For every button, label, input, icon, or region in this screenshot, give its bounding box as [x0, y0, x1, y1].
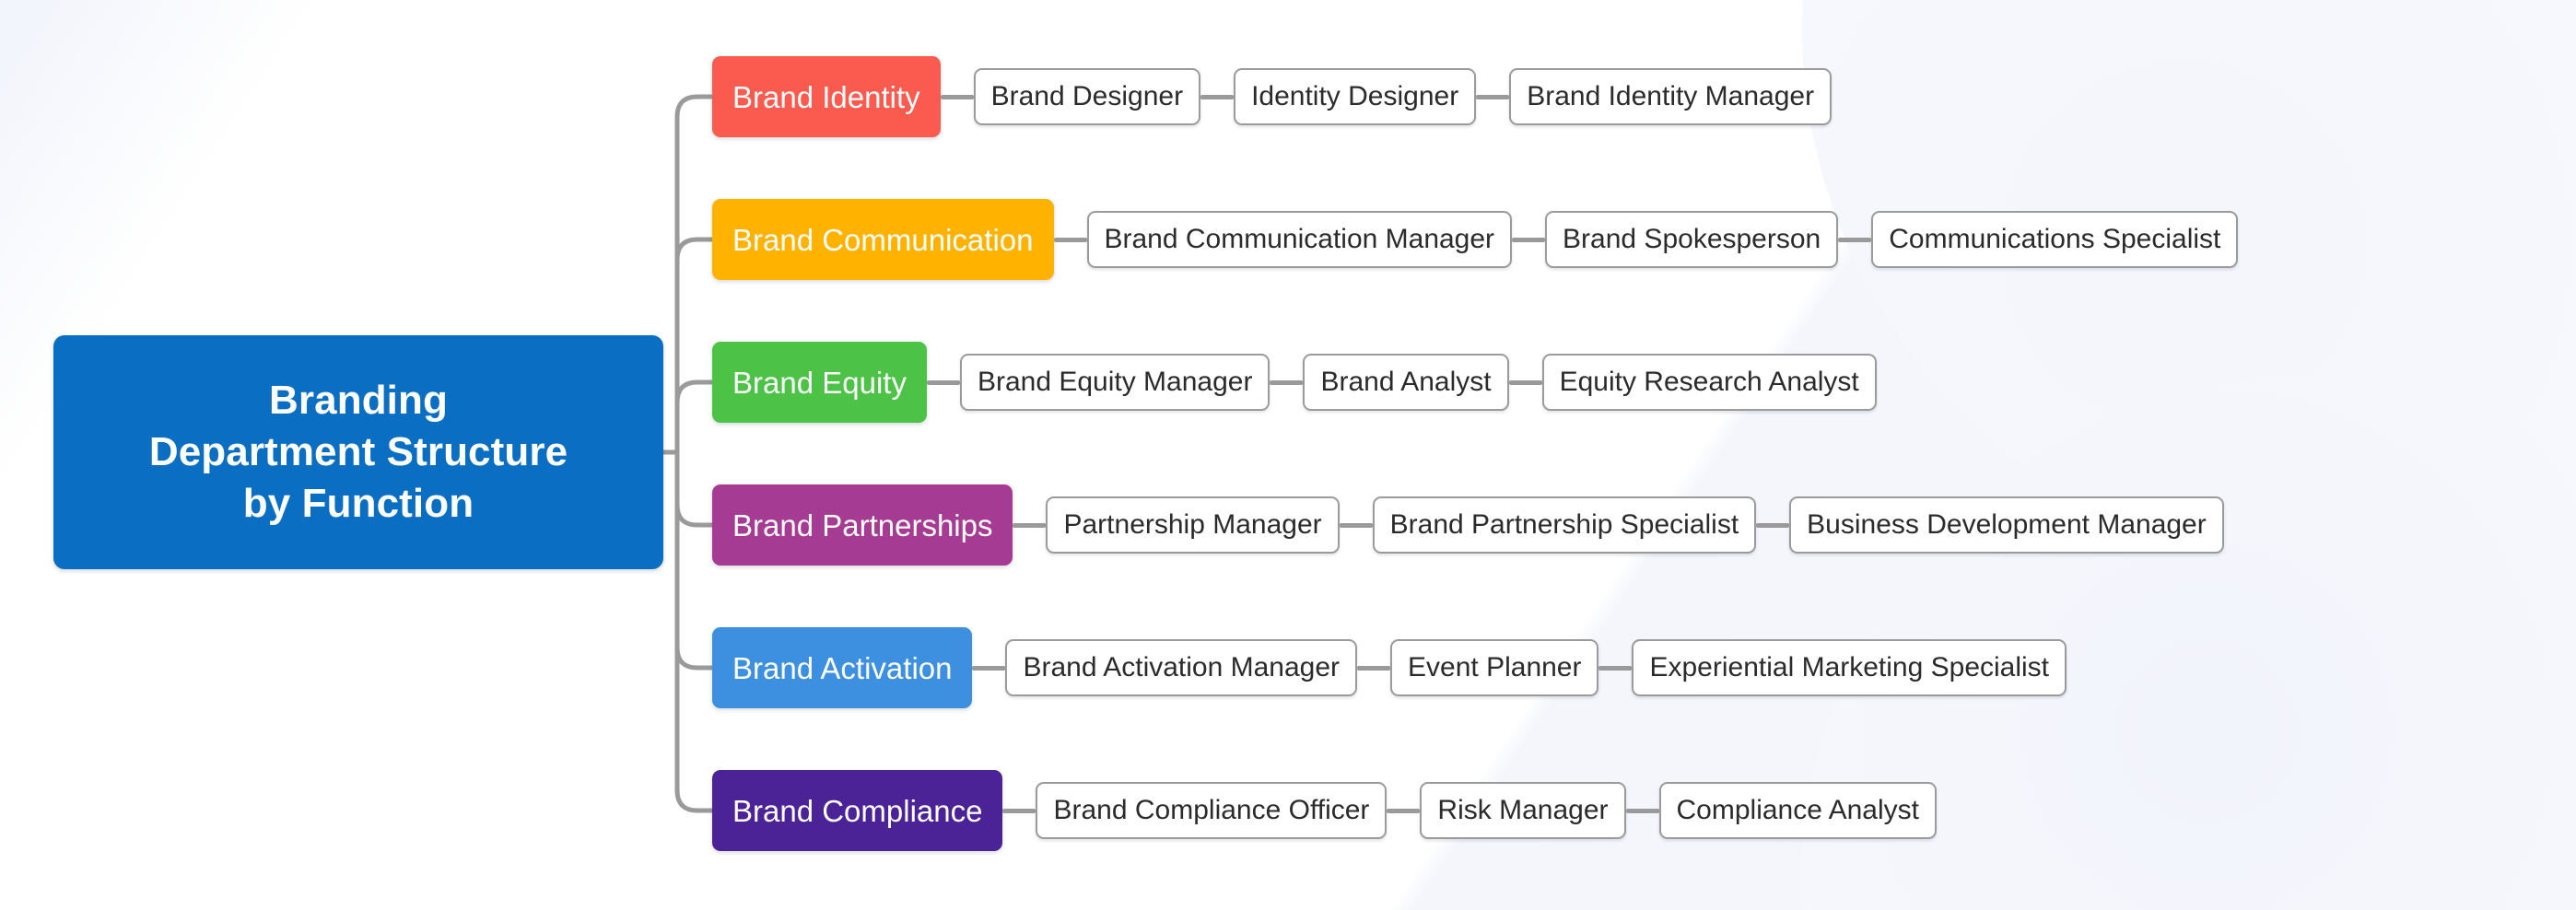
branch-node[interactable]: Brand Communication: [712, 199, 1054, 280]
connector-link: [1387, 808, 1421, 813]
leaf-node[interactable]: Risk Manager: [1420, 782, 1626, 839]
leaf-node[interactable]: Brand Equity Manager: [959, 354, 1270, 411]
leaf-node[interactable]: Equity Research Analyst: [1541, 354, 1877, 411]
connector-link: [1270, 379, 1304, 385]
branch-node[interactable]: Brand Partnerships: [712, 484, 1013, 566]
connector-link: [1002, 808, 1036, 813]
leaf-node[interactable]: Brand Spokesperson: [1545, 211, 1839, 268]
root-node[interactable]: Branding Department Structure by Functio…: [53, 335, 663, 569]
leaf-node-label: Identity Designer: [1251, 81, 1459, 111]
branch-row: Brand Activation Brand Activation Manager…: [712, 627, 2067, 708]
connector-link: [1357, 665, 1391, 671]
connector-link: [1625, 808, 1659, 813]
leaf-node-label: Communications Specialist: [1889, 224, 2221, 254]
connector-link: [1013, 522, 1047, 528]
branch-row: Brand Compliance Brand Compliance Officer…: [712, 770, 1937, 851]
branch-node[interactable]: Brand Identity: [712, 56, 941, 137]
leaf-node[interactable]: Brand Communication Manager: [1086, 211, 1513, 268]
branch-elbow-connector-2: [674, 237, 715, 262]
branch-node-label: Brand Compliance: [732, 793, 983, 828]
leaf-node[interactable]: Brand Activation Manager: [1005, 639, 1358, 696]
leaf-node-label: Brand Spokesperson: [1563, 224, 1821, 254]
root-node-label: Branding Department Structure by Functio…: [148, 377, 568, 527]
branch-node-label: Brand Partnerships: [732, 508, 993, 542]
branch-node-label: Brand Equity: [732, 365, 907, 400]
connector-link: [1838, 237, 1872, 242]
leaf-node[interactable]: Identity Designer: [1234, 68, 1477, 125]
connector-link: [1508, 379, 1542, 385]
connector-link: [1200, 94, 1235, 99]
branch-elbow-connector-3: [674, 379, 715, 405]
leaf-node-label: Brand Identity Manager: [1527, 81, 1815, 111]
leaf-node[interactable]: Brand Identity Manager: [1509, 68, 1832, 125]
leaf-node[interactable]: Business Development Manager: [1789, 496, 2224, 554]
leaf-node-label: Experiential Marketing Specialist: [1649, 652, 2050, 682]
branch-elbow-connector-6: [674, 788, 715, 813]
leaf-node-label: Brand Partnership Specialist: [1389, 509, 1739, 540]
branch-row: Brand Identity Brand Designer Identity Des…: [712, 56, 1832, 137]
connector-link: [1756, 522, 1790, 528]
connector-link: [972, 665, 1006, 671]
leaf-node-label: Equity Research Analyst: [1559, 367, 1859, 397]
connector-link: [1476, 94, 1510, 99]
connector-link: [1512, 237, 1546, 242]
connector-link: [1339, 522, 1373, 528]
connector-link: [1598, 665, 1633, 671]
leaf-node-label: Brand Designer: [990, 81, 1184, 111]
connector-link: [926, 379, 960, 385]
branch-node[interactable]: Brand Equity: [712, 342, 927, 423]
leaf-node[interactable]: Brand Analyst: [1303, 354, 1509, 411]
leaf-node[interactable]: Partnership Manager: [1046, 496, 1340, 554]
branch-elbow-connector-4: [674, 502, 715, 528]
leaf-node-label: Brand Activation Manager: [1023, 652, 1341, 682]
branch-row: Brand Partnerships Partnership Manager Bra…: [712, 484, 2224, 566]
leaf-node-label: Brand Analyst: [1320, 367, 1492, 397]
leaf-node[interactable]: Brand Partnership Specialist: [1372, 496, 1757, 554]
leaf-node-label: Compliance Analyst: [1676, 795, 1919, 825]
connector-link: [940, 94, 974, 99]
leaf-node[interactable]: Event Planner: [1390, 639, 1599, 696]
branch-row: Brand Communication Brand Communication M…: [712, 199, 2239, 280]
leaf-node-label: Brand Communication Manager: [1104, 224, 1495, 254]
leaf-node[interactable]: Communications Specialist: [1871, 211, 2239, 268]
branch-node[interactable]: Brand Activation: [712, 627, 973, 708]
branch-row: Brand Equity Brand Equity Manager Brand An…: [712, 342, 1877, 423]
branch-node[interactable]: Brand Compliance: [712, 770, 1003, 851]
branch-node-label: Brand Communication: [732, 222, 1034, 257]
leaf-node-label: Brand Compliance Officer: [1053, 795, 1370, 825]
leaf-node[interactable]: Compliance Analyst: [1658, 782, 1937, 839]
leaf-node[interactable]: Brand Designer: [973, 68, 1201, 125]
leaf-node-label: Event Planner: [1408, 652, 1582, 682]
branch-elbow-connector-5: [674, 645, 715, 671]
leaf-node-label: Risk Manager: [1437, 795, 1609, 825]
leaf-node[interactable]: Brand Compliance Officer: [1036, 782, 1388, 839]
leaf-node-label: Partnership Manager: [1063, 509, 1322, 540]
leaf-node-label: Brand Equity Manager: [977, 367, 1253, 397]
branch-node-label: Brand Activation: [732, 650, 953, 685]
branch-elbow-connector-1: [674, 94, 715, 120]
leaf-node[interactable]: Experiential Marketing Specialist: [1632, 639, 2067, 696]
branch-node-label: Brand Identity: [732, 79, 920, 114]
connector-link: [1053, 237, 1087, 242]
leaf-node-label: Business Development Manager: [1807, 509, 2207, 540]
